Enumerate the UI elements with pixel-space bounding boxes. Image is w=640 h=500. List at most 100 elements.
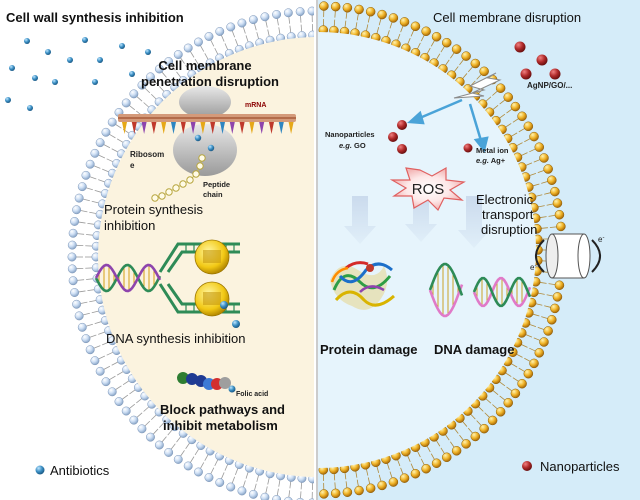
lipid-tail <box>512 377 519 382</box>
lipid-head <box>543 164 553 174</box>
dna-strand <box>94 263 162 293</box>
lipid-tail <box>180 450 185 457</box>
lipid-tail <box>116 371 124 376</box>
lipid-head <box>431 32 442 42</box>
protein-synthesis-label-line1: Protein synthesis <box>104 202 203 217</box>
lipid-head <box>441 452 452 463</box>
etc-label-line1: Electronic <box>476 192 534 207</box>
lipid-head <box>173 50 183 59</box>
lipid-head <box>503 92 513 102</box>
lipid-tail <box>98 154 106 159</box>
lipid-tail <box>548 283 556 286</box>
lipid-tail <box>366 24 369 31</box>
lipid-tail <box>190 456 195 463</box>
lipid-tail <box>83 312 90 316</box>
lipid-tail <box>540 282 547 284</box>
antibiotic-particle <box>24 38 30 44</box>
lipid-tail <box>410 30 415 37</box>
ros-effect-arrows <box>344 196 490 248</box>
antibiotic-particle <box>145 49 151 55</box>
lipid-tail <box>242 26 246 34</box>
lipid-tail <box>537 326 545 330</box>
ros-label: ROS <box>412 181 445 198</box>
lipid-head <box>451 44 462 54</box>
antibiotic-particle <box>9 65 15 71</box>
lipid-tail <box>87 289 95 292</box>
lipid-tail <box>485 398 492 404</box>
free-nanoparticles <box>514 41 561 80</box>
lipid-head <box>283 8 293 18</box>
lipid-tail <box>221 472 225 479</box>
lipid-tail <box>200 45 205 52</box>
lipid-tail <box>93 165 101 169</box>
lipid-tail <box>453 66 459 72</box>
lipid-head <box>295 7 305 17</box>
lipid-tail <box>136 398 142 404</box>
lipid-tail <box>533 313 540 317</box>
lipid-tail <box>129 105 136 111</box>
lipid-head <box>101 377 111 387</box>
lipid-tail <box>103 365 111 370</box>
lipid-head <box>204 473 214 482</box>
lipid-tail <box>376 466 380 473</box>
lipid-tail <box>190 51 195 58</box>
lipid-head <box>204 32 214 41</box>
lipid-tail <box>436 53 441 60</box>
lipid-head <box>226 482 236 492</box>
lipid-tail <box>231 476 236 484</box>
lipid-head <box>319 489 329 499</box>
lipid-tail <box>235 38 239 46</box>
lipid-tail <box>210 467 215 474</box>
lipid-tail <box>80 210 88 213</box>
lipid-tail <box>430 40 435 47</box>
lipid-tail <box>150 414 157 421</box>
amino-acid <box>158 192 166 200</box>
lipid-tail <box>476 420 482 426</box>
lipid-tail <box>136 412 143 418</box>
lipid-tail <box>122 394 129 400</box>
lipid-tail <box>445 434 450 441</box>
left-panel-title: Cell wall synthesis inhibition <box>6 10 184 25</box>
lipid-tail <box>106 158 114 163</box>
lipid-head <box>70 217 80 226</box>
membrane-penetration-label-line1: Cell membrane <box>158 58 251 73</box>
lipid-head <box>248 15 258 25</box>
lipid-tail <box>436 440 441 447</box>
lipid-tail <box>445 59 450 66</box>
lipid-tail <box>122 380 130 386</box>
codon-peg <box>190 122 196 134</box>
peptide-label-line1: Peptide <box>203 180 230 189</box>
lipid-tail <box>541 181 548 184</box>
lipid-head <box>193 467 203 477</box>
lipid-head <box>85 159 95 169</box>
lipid-tail <box>549 226 557 228</box>
codon-peg <box>269 122 274 134</box>
lipid-head <box>68 228 78 238</box>
lipid-head <box>517 111 527 122</box>
lipid-tail <box>111 148 118 153</box>
lipid-head <box>554 209 565 220</box>
lipid-tail <box>289 25 292 33</box>
antibiotic-particle <box>45 49 51 55</box>
lipid-head <box>421 26 431 37</box>
amino-acid <box>192 170 200 178</box>
mrna-label: mRNA <box>245 102 266 109</box>
lipid-head <box>154 64 164 74</box>
protein-damage-label: Protein damage <box>320 342 418 357</box>
lipid-head <box>503 398 513 408</box>
lipid-head <box>470 431 481 442</box>
pathway-label-line1: Block pathways and <box>160 402 285 417</box>
antibiotic-particle <box>27 105 33 111</box>
antibiotic-near-polymerase <box>232 320 240 328</box>
lipid-head <box>95 366 105 376</box>
lipid-head <box>154 440 164 450</box>
lipid-tail <box>288 490 291 498</box>
lipid-tail <box>499 395 505 401</box>
lipid-tail <box>94 189 102 193</box>
nanoparticles-example: e.g. GO <box>339 141 366 150</box>
lipid-head <box>226 22 236 32</box>
lipid-tail <box>89 176 97 180</box>
codon-peg <box>210 122 216 134</box>
antibiotic-particle <box>92 79 98 85</box>
lipid-head <box>164 57 174 66</box>
